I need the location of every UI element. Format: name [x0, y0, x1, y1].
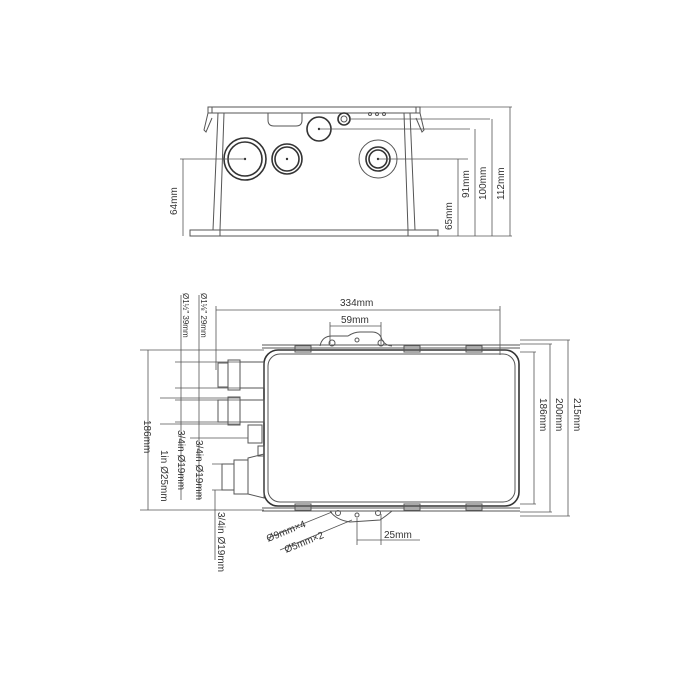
dim-port-2: 3/4in Ø19mm	[175, 430, 186, 490]
dim-215mm: 215mm	[571, 398, 582, 431]
dim-port-3: 1in Ø25mm	[158, 450, 169, 502]
dim-112mm: 112mm	[496, 167, 507, 200]
dim-port-1: 3/4in Ø19mm	[193, 440, 204, 500]
dim-25mm: 25mm	[384, 530, 412, 541]
dim-334mm: 334mm	[340, 298, 373, 309]
dim-inlet-39mm: Ø1½" 39mm	[181, 293, 190, 338]
dim-64mm: 64mm	[169, 187, 180, 215]
dim-200mm: 200mm	[553, 398, 564, 431]
dim-186mm-left: 186mm	[141, 420, 152, 453]
dim-100mm: 100mm	[478, 167, 489, 200]
dim-65mm: 65mm	[444, 202, 455, 230]
dim-inlet-29mm: Ø1⅛" 29mm	[199, 293, 208, 338]
dim-91mm: 91mm	[461, 170, 472, 198]
dim-59mm: 59mm	[341, 315, 369, 326]
top-view	[140, 295, 570, 560]
dim-186mm-right: 186mm	[537, 398, 548, 431]
front-view	[180, 106, 512, 237]
dim-outlet: 3/4in Ø19mm	[215, 512, 226, 572]
